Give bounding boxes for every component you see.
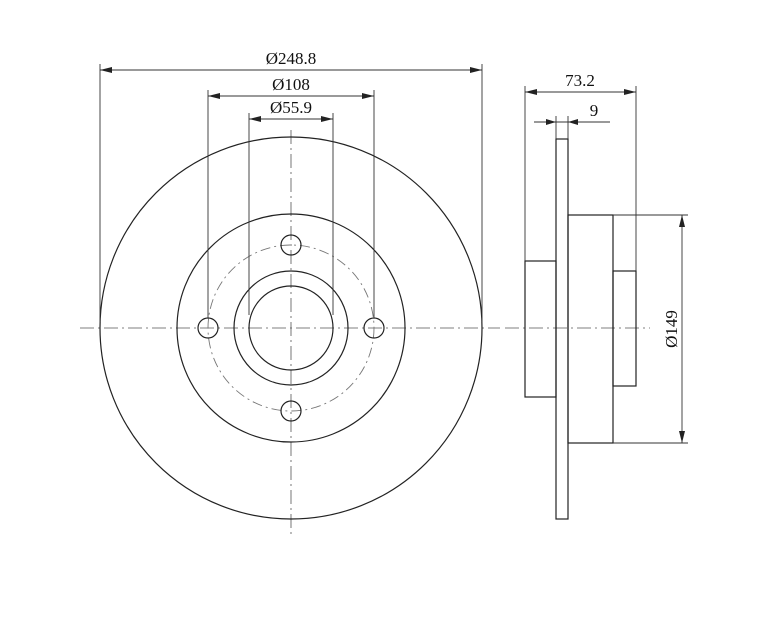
bolt-hole-top: [280, 234, 302, 256]
bore-outer-ring: [233, 270, 349, 386]
overall-width-label: 73.2: [565, 71, 595, 90]
disc-plate: [555, 138, 569, 520]
hub-circle: [176, 213, 406, 443]
outer-disc-circle: [99, 136, 483, 520]
bore-diameter-arrow-left: [249, 116, 261, 122]
width-arrow-right: [624, 89, 636, 95]
bore-inner-circle: [248, 285, 334, 371]
front-dimensions: Ø248.8 Ø108 Ø55.9: [99, 49, 483, 322]
bore-diameter-arrow-right: [321, 116, 333, 122]
outer-diameter-label: Ø248.8: [266, 49, 317, 68]
hub-right-stub: [612, 270, 637, 387]
hat-section: [567, 214, 614, 444]
disc-thickness-label: 9: [590, 101, 599, 120]
front-view: [80, 130, 500, 535]
thickness-arrow-left: [546, 119, 556, 125]
hub-diameter-arrow-left: [208, 93, 220, 99]
hub-left-section: [524, 260, 557, 398]
bolt-pitch-circle: [207, 244, 375, 412]
bolt-hole-bottom: [280, 400, 302, 422]
hub-diameter-arrow-right: [362, 93, 374, 99]
hat-diameter-label: Ø149: [662, 310, 681, 348]
outer-diameter-arrow-left: [100, 67, 112, 73]
bore-diameter-label: Ø55.9: [270, 98, 312, 117]
hub-diameter-label: Ø108: [272, 75, 310, 94]
hat-diameter-arrow-top: [679, 215, 685, 227]
width-arrow-left: [525, 89, 537, 95]
outer-diameter-arrow-right: [470, 67, 482, 73]
thickness-arrow-right: [568, 119, 578, 125]
side-view: [505, 138, 650, 520]
hat-diameter-arrow-bottom: [679, 431, 685, 443]
side-dimensions: 73.2 9 Ø149: [524, 71, 688, 444]
